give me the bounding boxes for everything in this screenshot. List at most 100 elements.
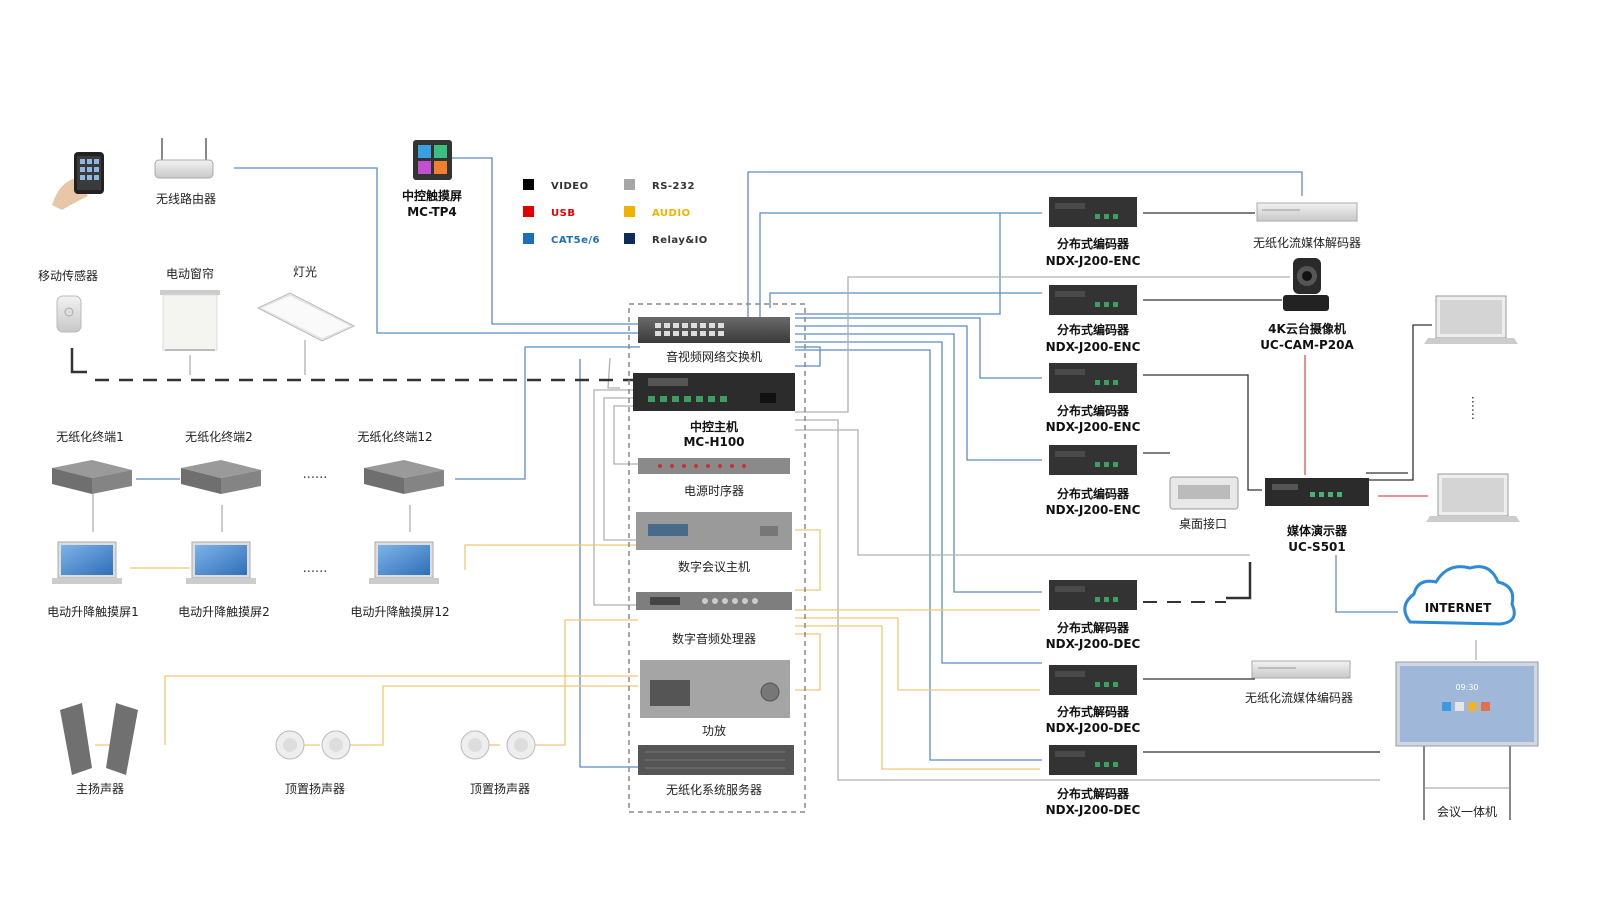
conference-panel-time: 09:30 xyxy=(1455,683,1478,692)
ceiling-speaker1-icon xyxy=(275,730,351,760)
legend-label-cat: CAT5e/6 xyxy=(551,235,600,246)
internet-label: INTERNET xyxy=(1425,601,1492,615)
decoder3-name: 分布式解码器 xyxy=(1057,786,1130,801)
main-speaker-label: 主扬声器 xyxy=(76,781,124,796)
stream-decoder-icon xyxy=(1256,202,1358,222)
legend-swatch-video xyxy=(523,179,534,190)
legend-swatch-cat xyxy=(523,233,534,244)
lift-ellipsis: ...... xyxy=(303,561,328,576)
ceiling-speaker2-icon xyxy=(460,730,536,760)
encoder1-name: 分布式编码器 xyxy=(1057,236,1130,251)
rs232-lines xyxy=(92,276,1477,781)
lift-screen1-label: 电动升降触摸屏1 xyxy=(47,605,139,619)
curtain-icon xyxy=(160,290,220,351)
control-host-name: 中控主机 xyxy=(690,419,738,434)
decoder1-model: NDX-J200-DEC xyxy=(1046,637,1141,651)
encoder4-model: NDX-J200-ENC xyxy=(1046,503,1141,517)
decoder2-icon xyxy=(1049,665,1137,695)
ptz-camera-name: 4K云台摄像机 xyxy=(1268,321,1346,336)
conference-panel-label: 会议一体机 xyxy=(1437,805,1497,819)
network-switch-icon xyxy=(638,317,790,343)
phone-device xyxy=(52,152,104,210)
decoder3-model: NDX-J200-DEC xyxy=(1046,803,1141,817)
amplifier-icon xyxy=(640,660,790,718)
terminal12-label: 无纸化终端12 xyxy=(357,429,432,444)
touch-panel-icon xyxy=(413,140,452,180)
ptz-camera-icon xyxy=(1283,258,1329,311)
encoder2-icon xyxy=(1049,285,1137,315)
video-lines xyxy=(70,212,1432,753)
decoder2-model: NDX-J200-DEC xyxy=(1046,721,1141,735)
control-host-icon xyxy=(633,373,795,411)
legend: VIDEO RS-232 USB AUDIO CAT5e/6 Relay&IO xyxy=(523,179,708,246)
laptop1-icon xyxy=(1424,295,1518,344)
light-label: 灯光 xyxy=(293,265,317,279)
terminal2-label: 无纸化终端2 xyxy=(185,429,253,444)
lift-screen1-icon xyxy=(52,541,122,584)
laptop-ellipsis: ...... xyxy=(1468,396,1483,421)
encoder1-icon xyxy=(1049,197,1137,227)
amplifier-label: 功放 xyxy=(702,723,726,738)
ptz-camera-model: UC-CAM-P20A xyxy=(1260,338,1354,352)
stream-encoder-icon xyxy=(1251,660,1351,679)
connections xyxy=(70,157,1477,813)
legend-label-video: VIDEO xyxy=(551,181,589,192)
legend-label-rs232: RS-232 xyxy=(652,181,695,192)
paperless-server-icon xyxy=(638,745,794,775)
encoder2-name: 分布式编码器 xyxy=(1057,322,1130,337)
desk-interface-icon xyxy=(1169,476,1239,510)
encoder4-name: 分布式编码器 xyxy=(1057,486,1130,501)
light-icon xyxy=(256,292,356,342)
motion-sensor-icon xyxy=(56,295,82,333)
audio-processor-label: 数字音频处理器 xyxy=(672,631,756,646)
laptop2-icon xyxy=(1426,473,1520,522)
ceiling-speaker1-label: 顶置扬声器 xyxy=(285,781,345,796)
curtain-label: 电动窗帘 xyxy=(166,266,214,281)
router-label: 无线路由器 xyxy=(156,191,216,206)
legend-swatch-relay xyxy=(624,233,635,244)
control-host-model: MC-H100 xyxy=(683,435,744,449)
legend-label-audio: AUDIO xyxy=(652,208,691,219)
legend-swatch-usb xyxy=(523,206,534,217)
power-sequencer-label: 电源时序器 xyxy=(684,483,744,498)
lift-screen2-icon xyxy=(186,541,256,584)
lift-screen2-label: 电动升降触摸屏2 xyxy=(178,605,270,619)
decoder3-icon xyxy=(1049,745,1137,775)
terminal1-icon xyxy=(52,460,132,494)
stream-encoder-label: 无纸化流媒体编码器 xyxy=(1245,690,1353,705)
media-presenter-name: 媒体演示器 xyxy=(1287,523,1348,538)
legend-label-relay: Relay&IO xyxy=(652,235,708,246)
media-presenter-icon xyxy=(1265,478,1369,506)
motion-sensor-label: 移动传感器 xyxy=(38,268,98,283)
decoder1-name: 分布式解码器 xyxy=(1057,620,1130,635)
main-speaker-icon xyxy=(60,703,138,775)
encoder1-model: NDX-J200-ENC xyxy=(1046,254,1141,268)
terminal1-label: 无纸化终端1 xyxy=(56,429,124,444)
cat-lines xyxy=(234,157,1398,768)
legend-label-usb: USB xyxy=(551,208,575,219)
legend-swatch-rs232 xyxy=(624,179,635,190)
terminal2-icon xyxy=(181,460,261,494)
lift-screen12-icon xyxy=(369,541,439,584)
conference-host-icon xyxy=(636,512,792,550)
internet-cloud-icon xyxy=(1403,565,1516,626)
encoder3-icon xyxy=(1049,363,1137,393)
router-icon xyxy=(154,138,214,179)
encoder3-model: NDX-J200-ENC xyxy=(1046,420,1141,434)
legend-swatch-audio xyxy=(624,206,635,217)
encoder2-model: NDX-J200-ENC xyxy=(1046,340,1141,354)
desk-interface-label: 桌面接口 xyxy=(1179,516,1227,531)
stream-decoder-label: 无纸化流媒体解码器 xyxy=(1253,236,1361,250)
media-presenter-model: UC-S501 xyxy=(1288,540,1346,554)
decoder1-icon xyxy=(1049,580,1137,610)
network-switch-label: 音视频网络交换机 xyxy=(666,349,762,364)
decoder2-name: 分布式解码器 xyxy=(1057,704,1130,719)
audio-processor-icon xyxy=(636,592,792,610)
usb-lines xyxy=(1304,355,1428,497)
lift-screen12-label: 电动升降触摸屏12 xyxy=(350,605,449,619)
terminal-ellipsis: ...... xyxy=(303,467,328,482)
conference-panel-icon xyxy=(1395,661,1539,820)
touch-panel-model: MC-TP4 xyxy=(407,205,457,219)
conference-host-label: 数字会议主机 xyxy=(678,559,750,574)
encoder3-name: 分布式编码器 xyxy=(1057,403,1130,418)
